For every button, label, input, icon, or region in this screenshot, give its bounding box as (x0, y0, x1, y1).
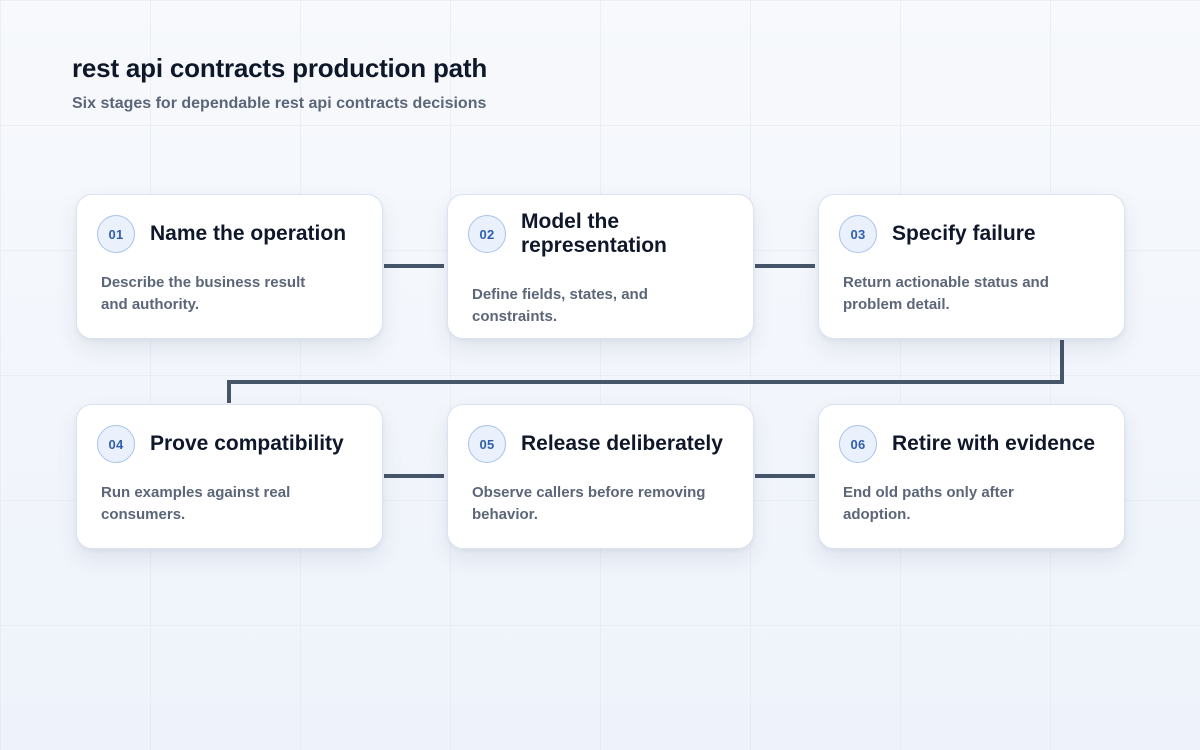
stage-card-01: 01 Name the operation Describe the busin… (76, 194, 383, 339)
stage-description: Return actionable status and problem det… (843, 274, 1049, 313)
stage-number-badge: 04 (97, 425, 135, 463)
stage-title: Name the operation (150, 221, 347, 245)
stage-card-05: 05 Release deliberately Observe callers … (447, 404, 754, 549)
stage-number-badge: 05 (468, 425, 506, 463)
stage-title: Retire with evidence (892, 431, 1096, 455)
stage-title: Prove compatibility (150, 431, 344, 455)
stage-description: Observe callers before removing behavior… (472, 484, 706, 523)
stage-title: Release deliberately (521, 431, 723, 455)
page-title: rest api contracts production path (72, 53, 488, 83)
stage-description: Define fields, states, and constraints. (472, 286, 648, 325)
stage-description: End old paths only after adoption. (843, 484, 1014, 523)
stage-card-04: 04 Prove compatibility Run examples agai… (76, 404, 383, 549)
connector-03-04 (227, 340, 1064, 403)
stage-number-badge: 01 (97, 215, 135, 253)
stage-description: Run examples against real consumers. (101, 484, 291, 523)
stage-card-06: 06 Retire with evidence End old paths on… (818, 404, 1125, 549)
stage-description: Describe the business result and authori… (101, 274, 306, 313)
stage-card-03: 03 Specify failure Return actionable sta… (818, 194, 1125, 339)
stage-title: Model the representation (521, 209, 667, 257)
stage-title: Specify failure (892, 221, 1036, 245)
stage-number-badge: 06 (839, 425, 877, 463)
page-subtitle: Six stages for dependable rest api contr… (72, 95, 487, 112)
stage-number-badge: 03 (839, 215, 877, 253)
stage-card-02: 02 Model the representation Define field… (447, 194, 754, 339)
stage-number-badge: 02 (468, 215, 506, 253)
